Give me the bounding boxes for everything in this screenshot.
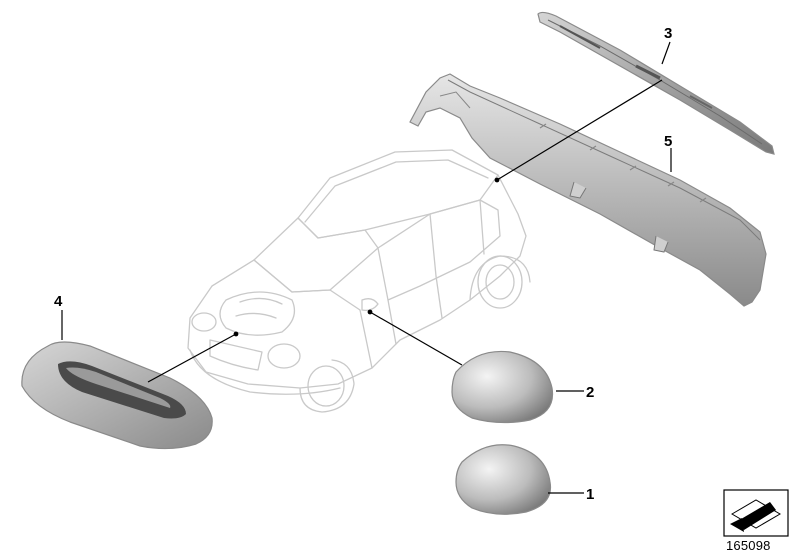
leader-lines [61,41,672,494]
part-5-rear-spoiler [409,73,767,307]
callout-1: 1 [586,486,594,503]
direction-arrow-icon [723,489,789,537]
callout-5: 5 [664,133,672,150]
part-4-hood-scoop [21,341,213,450]
callout-4: 4 [54,293,63,310]
vehicle-outline [187,149,531,413]
diagram-reference-number: 165098 [726,538,771,553]
callout-3: 3 [664,25,672,42]
callout-2: 2 [586,384,594,401]
part-1-mirror-cap [455,444,552,515]
part-2-mirror-cap [451,350,554,424]
